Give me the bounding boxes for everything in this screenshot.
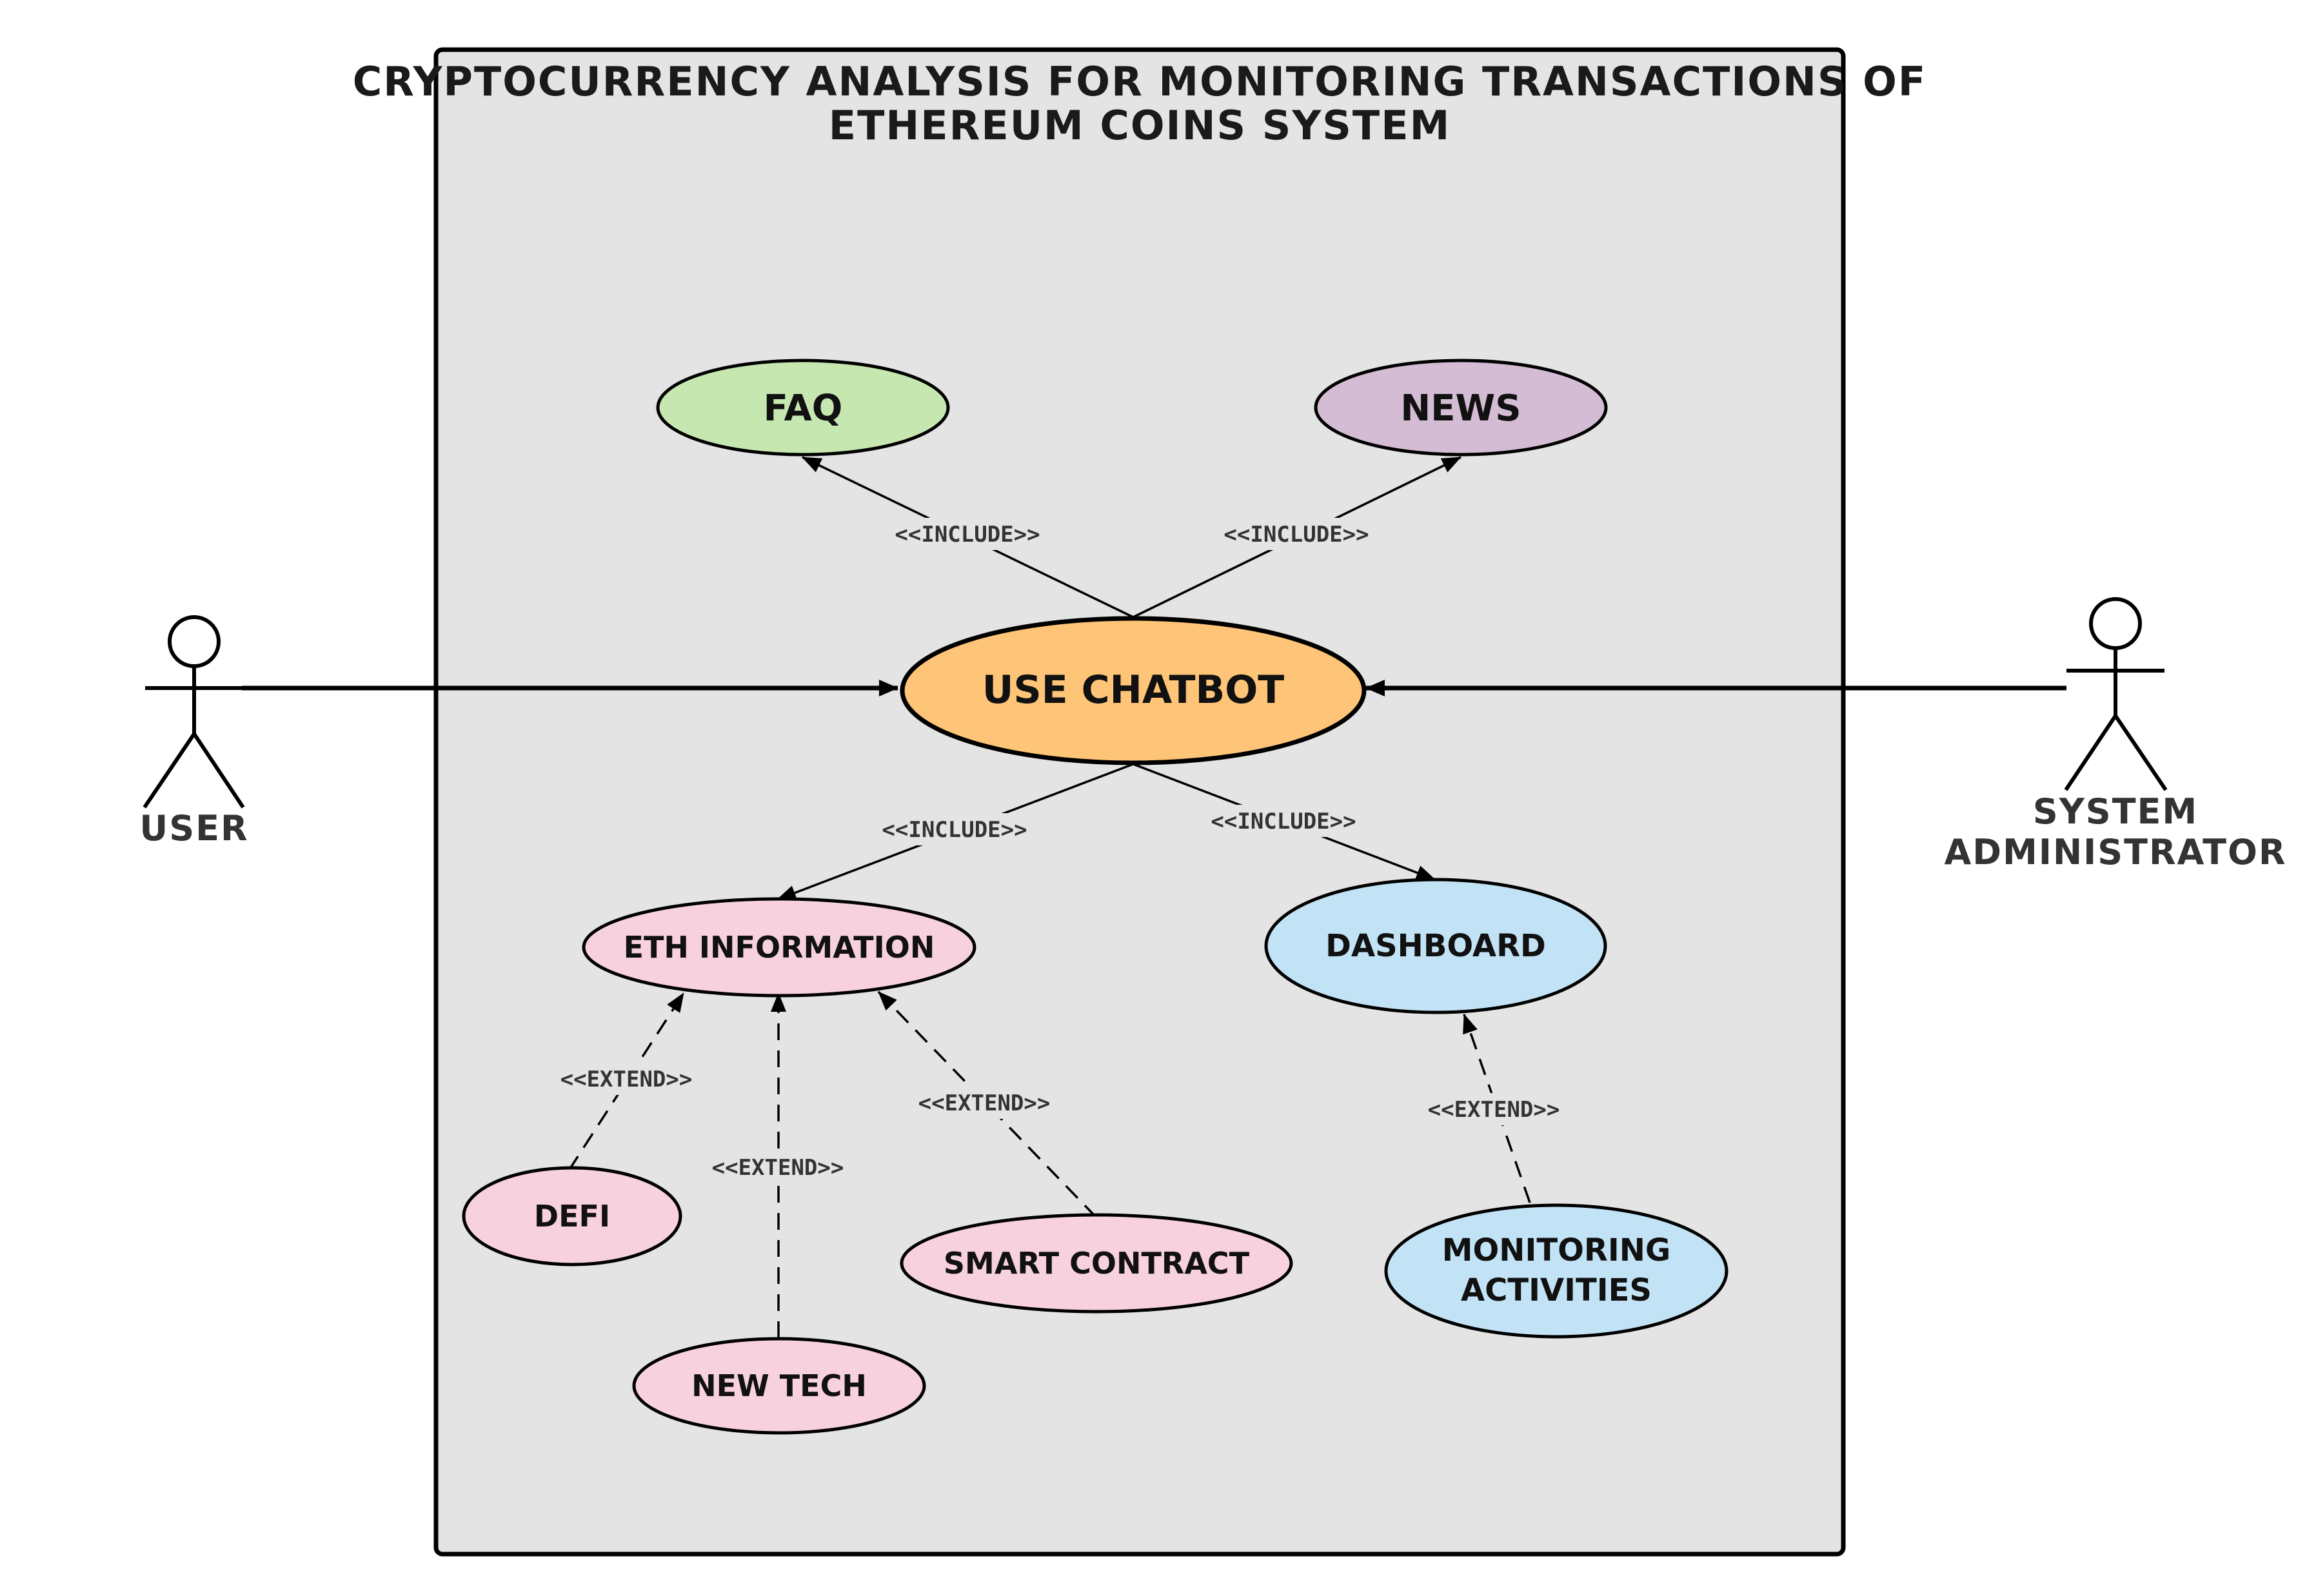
include-dashboard-label: <<INCLUDE>> bbox=[1211, 809, 1356, 834]
extend-smart-label-bg bbox=[909, 1087, 1059, 1119]
extend-newtech-label-bg bbox=[703, 1151, 853, 1183]
use-case-news[interactable]: NEWS bbox=[1314, 359, 1608, 457]
extend-monitoring-label-bg bbox=[1419, 1093, 1569, 1125]
actor-user[interactable]: USER bbox=[139, 615, 248, 849]
monitoring-label-line1: MONITORING bbox=[1442, 1232, 1671, 1268]
use-case-defi[interactable]: DEFI bbox=[462, 1166, 682, 1266]
use-case-dashboard[interactable]: DASHBOARD bbox=[1264, 878, 1607, 1014]
use-chatbot-label: USE CHATBOT bbox=[982, 667, 1285, 713]
use-case-eth-information[interactable]: ETH INFORMATION bbox=[582, 897, 976, 998]
admin-head bbox=[2089, 597, 2142, 650]
user-leg-left bbox=[143, 733, 196, 809]
include-faq-label: <<INCLUDE>> bbox=[895, 522, 1040, 547]
news-label: NEWS bbox=[1400, 388, 1521, 429]
include-news-label-bg bbox=[1216, 518, 1377, 550]
monitoring-label-line2: ACTIVITIES bbox=[1461, 1272, 1652, 1308]
use-case-smart-contract[interactable]: SMART CONTRACT bbox=[900, 1213, 1293, 1314]
include-dashboard-label-bg bbox=[1203, 805, 1364, 837]
user-leg-right bbox=[192, 733, 245, 809]
use-case-new-tech[interactable]: NEW TECH bbox=[632, 1337, 926, 1435]
include-eth-label-bg bbox=[874, 813, 1035, 845]
defi-label: DEFI bbox=[534, 1199, 610, 1234]
use-case-faq[interactable]: FAQ bbox=[656, 359, 950, 457]
faq-label: FAQ bbox=[764, 388, 843, 429]
include-news-label: <<INCLUDE>> bbox=[1223, 522, 1369, 547]
actor-admin-label-line2: ADMINISTRATOR bbox=[1945, 832, 2287, 872]
include-eth-label: <<INCLUDE>> bbox=[882, 817, 1027, 843]
system-title-line2: ETHEREUM COINS SYSTEM bbox=[829, 102, 1451, 149]
dashboard-label: DASHBOARD bbox=[1325, 928, 1546, 964]
new-tech-label: NEW TECH bbox=[691, 1368, 867, 1403]
extend-defi-label: <<EXTEND>> bbox=[560, 1067, 693, 1092]
admin-leg-right bbox=[2114, 714, 2168, 791]
extend-smart-label: <<EXTEND>> bbox=[918, 1090, 1051, 1116]
actor-system-administrator[interactable]: SYSTEM ADMINISTRATOR bbox=[1945, 597, 2287, 872]
eth-information-label: ETH INFORMATION bbox=[624, 930, 935, 965]
extend-defi-line bbox=[568, 992, 685, 1171]
actor-admin-label-line1: SYSTEM bbox=[2033, 791, 2198, 832]
use-case-monitoring-activities[interactable]: MONITORING ACTIVITIES bbox=[1384, 1203, 1728, 1339]
extend-defi-label-bg bbox=[551, 1063, 701, 1095]
extend-monitoring-label: <<EXTEND>> bbox=[1428, 1097, 1560, 1123]
actor-user-label: USER bbox=[139, 808, 248, 849]
smart-contract-label: SMART CONTRACT bbox=[944, 1246, 1250, 1281]
use-case-use-chatbot[interactable]: USE CHATBOT bbox=[900, 616, 1367, 765]
user-head bbox=[168, 615, 221, 668]
extend-monitoring-line bbox=[1463, 1014, 1531, 1203]
system-title-line1: CRYPTOCURRENCY ANALYSIS FOR MONITORING T… bbox=[353, 58, 1927, 105]
include-faq-label-bg bbox=[887, 518, 1048, 550]
admin-leg-left bbox=[2064, 714, 2117, 791]
extend-newtech-label: <<EXTEND>> bbox=[712, 1155, 844, 1181]
